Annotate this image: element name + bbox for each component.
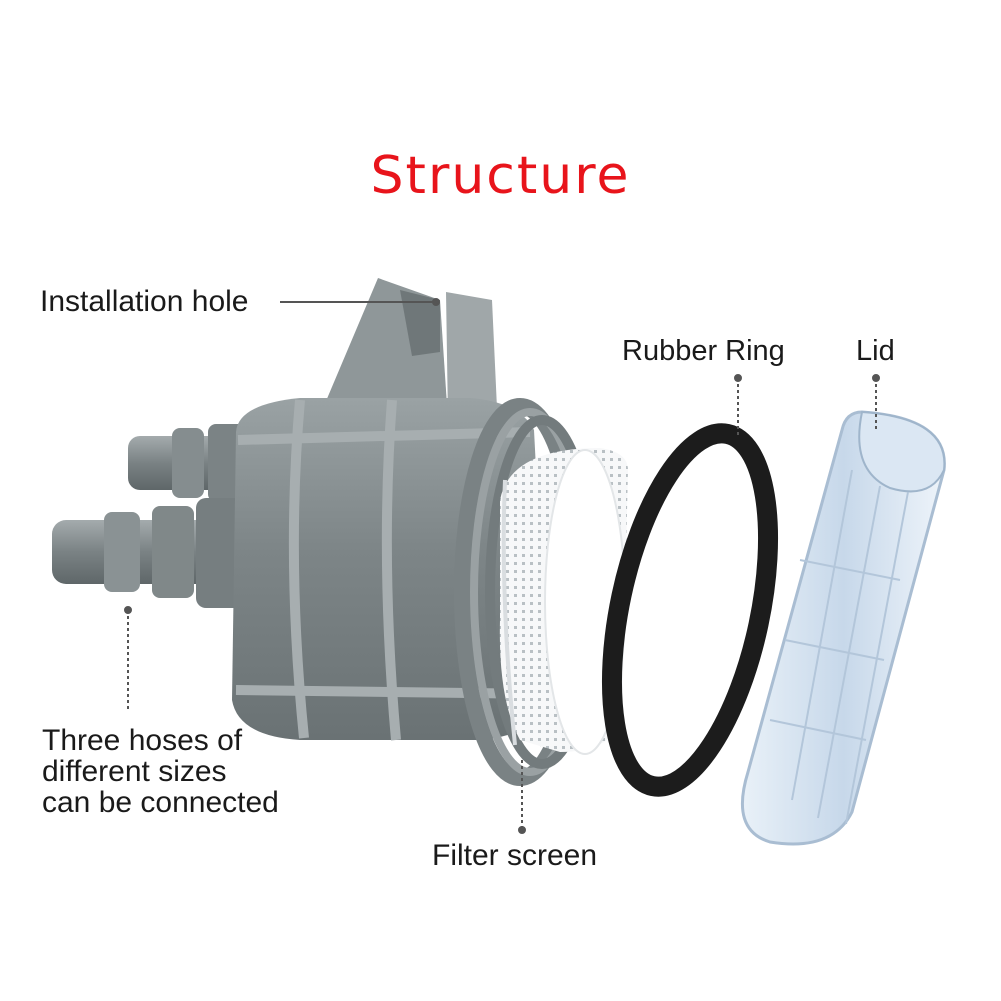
label-hoses-line-2: different sizes [42, 755, 227, 788]
label-rubber-ring: Rubber Ring [622, 335, 785, 367]
rubber-ring [601, 423, 779, 797]
strainer-housing [52, 278, 599, 786]
label-filter-screen: Filter screen [432, 839, 598, 872]
housing-ribs [235, 399, 545, 741]
leader-lines [124, 298, 880, 834]
label-hoses: Three hoses of different sizes can be co… [42, 725, 279, 818]
hose-barb-bottom [52, 498, 252, 608]
installation-hole-slot [400, 290, 440, 356]
diagram-title: Structure [370, 146, 631, 206]
label-hoses-line-3: can be connected [42, 786, 279, 819]
label-lid: Lid [856, 335, 895, 367]
label-installation-hole: Installation hole [40, 285, 249, 318]
mounting-bracket-right [446, 292, 498, 430]
transparent-lid [740, 410, 946, 846]
hose-barb-top [128, 424, 248, 502]
label-hoses-line-1: Three hoses of [42, 724, 243, 757]
